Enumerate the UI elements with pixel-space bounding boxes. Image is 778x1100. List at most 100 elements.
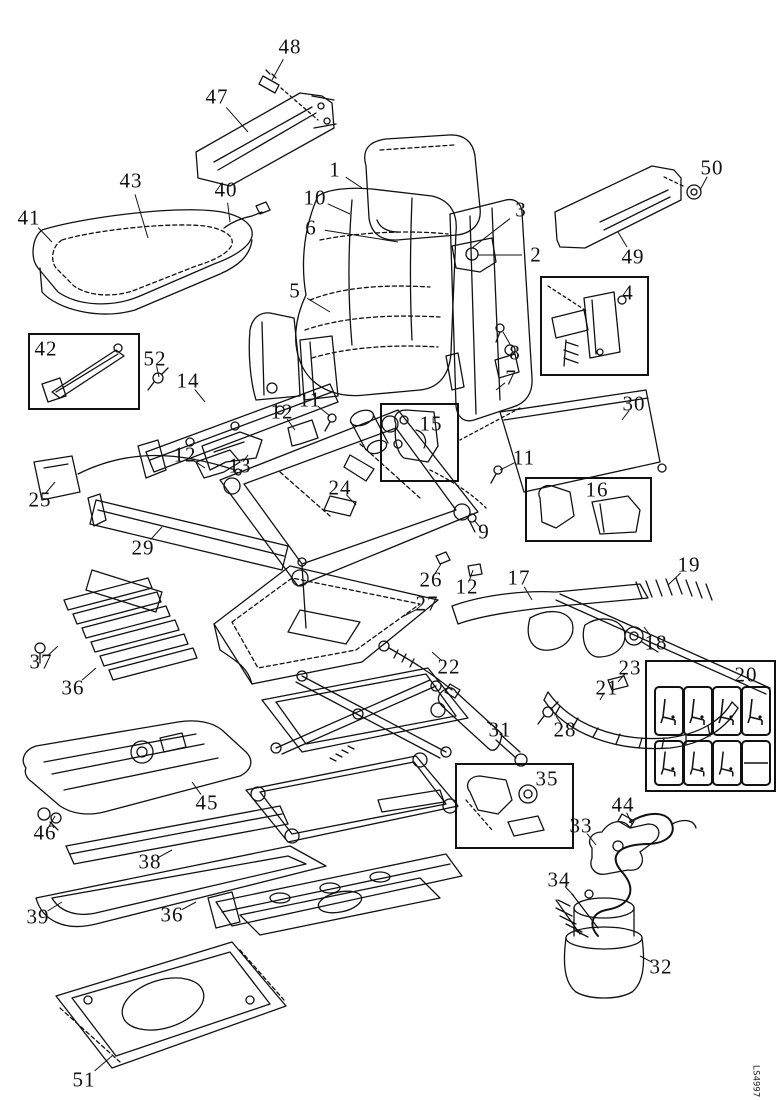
callout-29: 29 bbox=[131, 535, 155, 560]
callout-17: 17 bbox=[507, 565, 531, 590]
callout-9: 9 bbox=[478, 519, 490, 544]
callout-1: 1 bbox=[329, 157, 341, 182]
seat-adjust-icon bbox=[689, 698, 705, 725]
callout-18: 18 bbox=[644, 630, 668, 655]
callout-8: 8 bbox=[509, 340, 521, 365]
riser-rail-14-art bbox=[137, 383, 339, 479]
seat-pan-art bbox=[213, 557, 439, 685]
callout-25: 25 bbox=[28, 487, 52, 512]
callout-38: 38 bbox=[138, 849, 162, 874]
callout-39: 39 bbox=[26, 904, 50, 929]
callout-2: 2 bbox=[530, 242, 542, 267]
blank-switch-button bbox=[741, 740, 771, 786]
detail-box-16 bbox=[525, 477, 652, 542]
callout-24: 24 bbox=[328, 475, 352, 500]
seat-adjust-icon bbox=[718, 751, 734, 777]
callout-12: 12 bbox=[173, 442, 197, 467]
callout-48: 48 bbox=[278, 34, 302, 59]
seat-back-shell-art bbox=[445, 198, 533, 422]
callout-46: 46 bbox=[33, 820, 57, 845]
spring-stack-art bbox=[34, 569, 198, 681]
callout-47: 47 bbox=[205, 84, 229, 109]
callout-12: 12 bbox=[455, 574, 479, 599]
callout-37: 37 bbox=[29, 649, 53, 674]
detail-15-art bbox=[393, 409, 439, 463]
seat-adjust-switch-button bbox=[741, 686, 771, 736]
callout-40: 40 bbox=[214, 177, 238, 202]
callout-11: 11 bbox=[298, 387, 322, 412]
callout-21: 21 bbox=[595, 675, 619, 700]
callout-4: 4 bbox=[622, 280, 634, 305]
callout-5: 5 bbox=[289, 278, 301, 303]
callout-31: 31 bbox=[488, 717, 512, 742]
callout-51: 51 bbox=[72, 1067, 96, 1092]
detail-box-15 bbox=[380, 403, 459, 482]
detail-box-35 bbox=[455, 763, 574, 849]
armrest-right-art bbox=[554, 165, 702, 249]
detail-42-art bbox=[41, 343, 125, 403]
main-frame-24-art bbox=[219, 409, 479, 587]
callout-6: 6 bbox=[305, 215, 317, 240]
compressor-art bbox=[555, 813, 697, 999]
callout-11: 11 bbox=[512, 445, 536, 470]
strap-art bbox=[543, 675, 739, 750]
callout-34: 34 bbox=[547, 867, 571, 892]
callout-22: 22 bbox=[437, 654, 461, 679]
seat-adjust-switch-button bbox=[654, 686, 684, 736]
seat-adjust-icon bbox=[689, 751, 705, 777]
suspension-arm-art bbox=[451, 577, 771, 695]
detail-box-42 bbox=[28, 333, 140, 410]
callout-19: 19 bbox=[677, 552, 701, 577]
seat-adjust-switch-button bbox=[683, 740, 713, 786]
callout-35: 35 bbox=[535, 766, 559, 791]
detail-box-4 bbox=[540, 276, 649, 376]
seat-adjust-icon bbox=[660, 698, 676, 725]
scissor-lift-art bbox=[245, 667, 469, 844]
slide-pan-45-art bbox=[22, 720, 252, 831]
callout-23: 23 bbox=[618, 655, 642, 680]
callout-36: 36 bbox=[160, 902, 184, 927]
callout-7: 7 bbox=[505, 365, 517, 390]
callout-42: 42 bbox=[34, 336, 58, 361]
seat-adjust-switch-button bbox=[712, 686, 742, 736]
callout-43: 43 bbox=[119, 168, 143, 193]
shield-panel-30-art bbox=[499, 389, 667, 493]
callout-33: 33 bbox=[569, 813, 593, 838]
callout-10: 10 bbox=[303, 185, 327, 210]
seat-adjust-switch-button bbox=[683, 686, 713, 736]
callout-44: 44 bbox=[611, 792, 635, 817]
headrest-art bbox=[364, 134, 481, 241]
drawing-number: LS4997 bbox=[750, 1064, 761, 1098]
callout-32: 32 bbox=[649, 954, 673, 979]
callout-30: 30 bbox=[622, 391, 646, 416]
seat-adjust-icon bbox=[718, 698, 734, 725]
callout-16: 16 bbox=[585, 477, 609, 502]
detail-4-art bbox=[547, 285, 627, 367]
seat-cushion-art bbox=[32, 201, 271, 315]
seat-adjust-switch-button bbox=[654, 740, 684, 786]
actuator-art bbox=[378, 640, 559, 767]
slide-rail-29-art bbox=[33, 454, 289, 571]
assembly-lines-art bbox=[429, 407, 521, 509]
callout-26: 26 bbox=[419, 567, 443, 592]
seat-adjust-switch-button bbox=[712, 740, 742, 786]
seat-back-art bbox=[295, 187, 457, 397]
seat-adjust-icon bbox=[660, 751, 676, 777]
callout-41: 41 bbox=[17, 205, 41, 230]
callout-15: 15 bbox=[419, 411, 443, 436]
callout-52: 52 bbox=[143, 346, 167, 371]
callout-14: 14 bbox=[176, 368, 200, 393]
callout-13: 13 bbox=[228, 453, 252, 478]
blank-switch-icon bbox=[744, 762, 768, 764]
callout-3: 3 bbox=[515, 197, 527, 222]
lower-rails-art bbox=[35, 805, 463, 936]
callout-12: 12 bbox=[270, 399, 294, 424]
detail-box-20 bbox=[645, 660, 776, 792]
detail-16-art bbox=[538, 484, 641, 535]
base-plate-51-art bbox=[55, 941, 287, 1069]
callout-20: 20 bbox=[734, 662, 758, 687]
callout-45: 45 bbox=[195, 790, 219, 815]
callout-27: 27 bbox=[415, 591, 439, 616]
